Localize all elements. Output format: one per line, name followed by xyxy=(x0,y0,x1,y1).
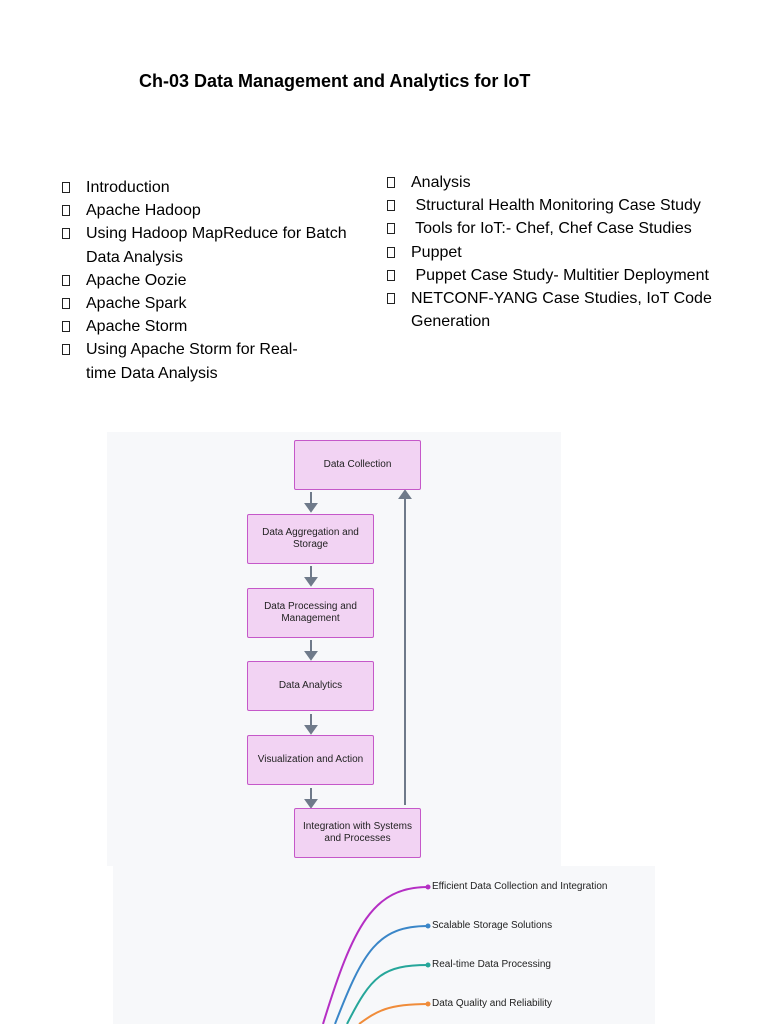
branch-dot xyxy=(425,1001,431,1007)
branch-label: Scalable Storage Solutions xyxy=(432,920,553,931)
bullet-icon xyxy=(62,274,70,286)
feedback-arrowhead xyxy=(398,489,412,499)
bullet-icon xyxy=(62,298,70,310)
topic-list-right: Analysis Structural Health Monitoring Ca… xyxy=(387,171,757,333)
bullet-icon xyxy=(387,200,395,212)
bullet-icon xyxy=(387,177,395,188)
topic-item: NETCONF-YANG Case Studies, IoT Code Gene… xyxy=(387,287,757,333)
mindmap-branches xyxy=(322,884,431,1024)
topic-item: Introduction xyxy=(62,176,362,199)
topic-item: Using Hadoop MapReduce for Batch Data An… xyxy=(62,222,362,268)
branch-line xyxy=(358,1003,429,1024)
bullet-icon xyxy=(62,228,70,240)
flow-arrowhead xyxy=(304,651,318,661)
topic-item: Apache Oozie xyxy=(62,269,362,292)
bullet-icon xyxy=(62,182,70,193)
topic-label: Apache Storm xyxy=(86,318,188,336)
topic-label: Apache Spark xyxy=(86,295,187,313)
branch-label: Data Quality and Reliability xyxy=(432,998,553,1009)
bullet-icon xyxy=(62,321,70,333)
flow-step-data-analytics: Data Analytics xyxy=(247,661,374,711)
mindmap-diagram: Efficient Data Collection and Integratio… xyxy=(113,866,655,1024)
page-title: Ch-03 Data Management and Analytics for … xyxy=(139,71,531,91)
topic-label: Tools for IoT:- Chef, Chef Case Studies xyxy=(411,220,692,238)
flow-arrowhead xyxy=(304,503,318,513)
topic-item: Apache Spark xyxy=(62,292,362,315)
branch-dot xyxy=(425,923,431,929)
topic-label: Puppet Case Study- Multitier Deployment xyxy=(411,266,709,284)
bullet-icon xyxy=(62,344,70,356)
topic-label: Apache Oozie xyxy=(86,271,187,289)
flow-step-data-collection: Data Collection xyxy=(294,440,421,490)
topic-list-left: Introduction Apache Hadoop Using Hadoop … xyxy=(62,176,362,385)
flow-step-aggregation-storage: Data Aggregation and Storage xyxy=(247,514,374,564)
topic-item: Apache Storm xyxy=(62,315,362,338)
topic-item: Analysis xyxy=(387,171,757,194)
topic-item: Apache Hadoop xyxy=(62,199,362,222)
flow-arrowhead xyxy=(304,799,318,809)
topic-label: Using Hadoop MapReduce for Batch Data An… xyxy=(86,225,347,266)
branch-line xyxy=(322,886,429,1024)
bullet-icon xyxy=(387,293,395,305)
topic-item: Structural Health Monitoring Case Study xyxy=(387,194,757,217)
topic-label: Analysis xyxy=(411,174,471,191)
bullet-icon xyxy=(387,246,395,258)
bullet-icon xyxy=(387,223,395,235)
flow-step-visualization-action: Visualization and Action xyxy=(247,735,374,785)
branch-dot xyxy=(425,962,431,968)
topic-item: Puppet Case Study- Multitier Deployment xyxy=(387,264,757,287)
topic-label: Introduction xyxy=(86,179,170,196)
topic-label: Apache Hadoop xyxy=(86,202,201,220)
bullet-icon xyxy=(387,269,395,281)
topic-label: NETCONF-YANG Case Studies, IoT Code Gene… xyxy=(411,290,712,331)
topic-item: Puppet xyxy=(387,241,757,264)
flow-step-processing-management: Data Processing and Management xyxy=(247,588,374,638)
topic-label: Using Apache Storm for Real-time Data An… xyxy=(86,341,298,382)
branch-line xyxy=(334,925,429,1024)
topic-label: Structural Health Monitoring Case Study xyxy=(411,197,701,215)
topic-item: Using Apache Storm for Real-time Data An… xyxy=(62,338,316,384)
topic-label: Puppet xyxy=(411,243,462,261)
flowchart-connectors xyxy=(304,489,412,809)
branch-label: Real-time Data Processing xyxy=(432,959,551,970)
topic-item: Tools for IoT:- Chef, Chef Case Studies xyxy=(387,217,757,240)
bullet-icon xyxy=(62,205,70,217)
branch-dot xyxy=(425,884,431,890)
flowchart-diagram: Data Collection Data Aggregation and Sto… xyxy=(107,432,561,866)
branch-label: Efficient Data Collection and Integratio… xyxy=(432,881,608,892)
flow-step-integration: Integration with Systems and Processes xyxy=(294,808,421,858)
flow-arrowhead xyxy=(304,577,318,587)
branch-line xyxy=(346,964,429,1024)
flow-arrowhead xyxy=(304,725,318,735)
